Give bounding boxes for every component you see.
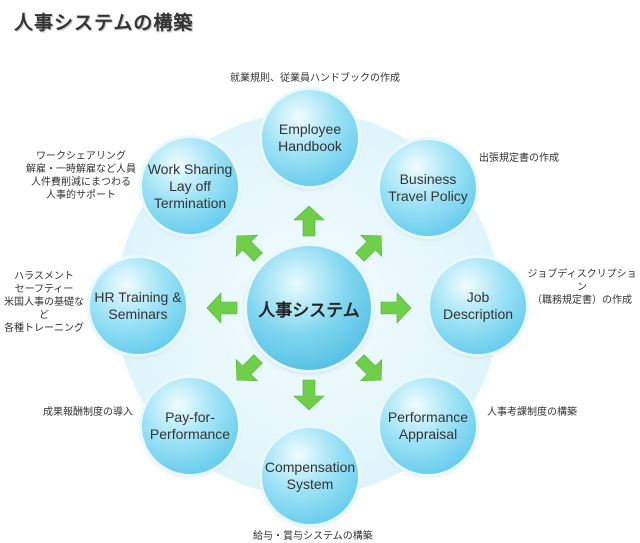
node-label: Employee Handbook (278, 121, 342, 154)
node-label: HR Training & Seminars (94, 289, 182, 322)
node-label: Job Description (442, 289, 514, 322)
note-work-sharing: ワークシェアリング 解雇・一時解雇など人員 人件費削減にまつわる 人事的サポート (26, 151, 136, 201)
arrow-up-right (355, 234, 383, 262)
node-employee-handbook: Employee Handbook (262, 90, 358, 186)
node-label: Pay-for- Performance (149, 409, 231, 442)
arrow-down (293, 379, 325, 411)
node-work-sharing: Work Sharing Lay off Termination (142, 138, 238, 234)
node-pay-for-performance: Pay-for- Performance (142, 378, 238, 474)
note-job-description: ジョブディスクリプション （職務規定書）の作成 (527, 269, 637, 306)
node-job-description: Job Description (430, 258, 526, 354)
node-label: Business Travel Policy (388, 171, 468, 204)
arrow-left (206, 292, 238, 324)
arrow-right (380, 292, 412, 324)
node-hr-training-seminars: HR Training & Seminars (90, 258, 186, 354)
note-pay-for-performance: 成果報酬制度の導入 (43, 407, 133, 418)
node-label: Compensation System (264, 459, 356, 492)
note-hr-training: ハラスメント セーフティー 米国人事の基礎など 各種トレーニング (4, 271, 84, 334)
note-compensation-system: 給与・賞与システムの構築 (253, 531, 373, 542)
arrow-down-right (355, 354, 383, 382)
node-label: Performance Appraisal (387, 409, 469, 442)
node-compensation-system: Compensation System (262, 428, 358, 524)
node-label: Work Sharing Lay off Termination (147, 160, 233, 211)
center-node: 人事システム (247, 246, 371, 370)
arrow-down-left (235, 354, 263, 382)
note-employee-handbook: 就業規則、従業員ハンドブックの作成 (230, 73, 400, 84)
note-business-travel-policy: 出張規定書の作成 (479, 153, 559, 164)
node-performance-appraisal: Performance Appraisal (380, 378, 476, 474)
arrow-up-left (235, 234, 263, 262)
node-business-travel-policy: Business Travel Policy (380, 140, 476, 236)
arrow-up (293, 205, 325, 237)
page-title: 人事システムの構築 (14, 12, 194, 34)
note-performance-appraisal: 人事考課制度の構築 (487, 407, 577, 418)
center-label: 人事システム (258, 300, 360, 321)
